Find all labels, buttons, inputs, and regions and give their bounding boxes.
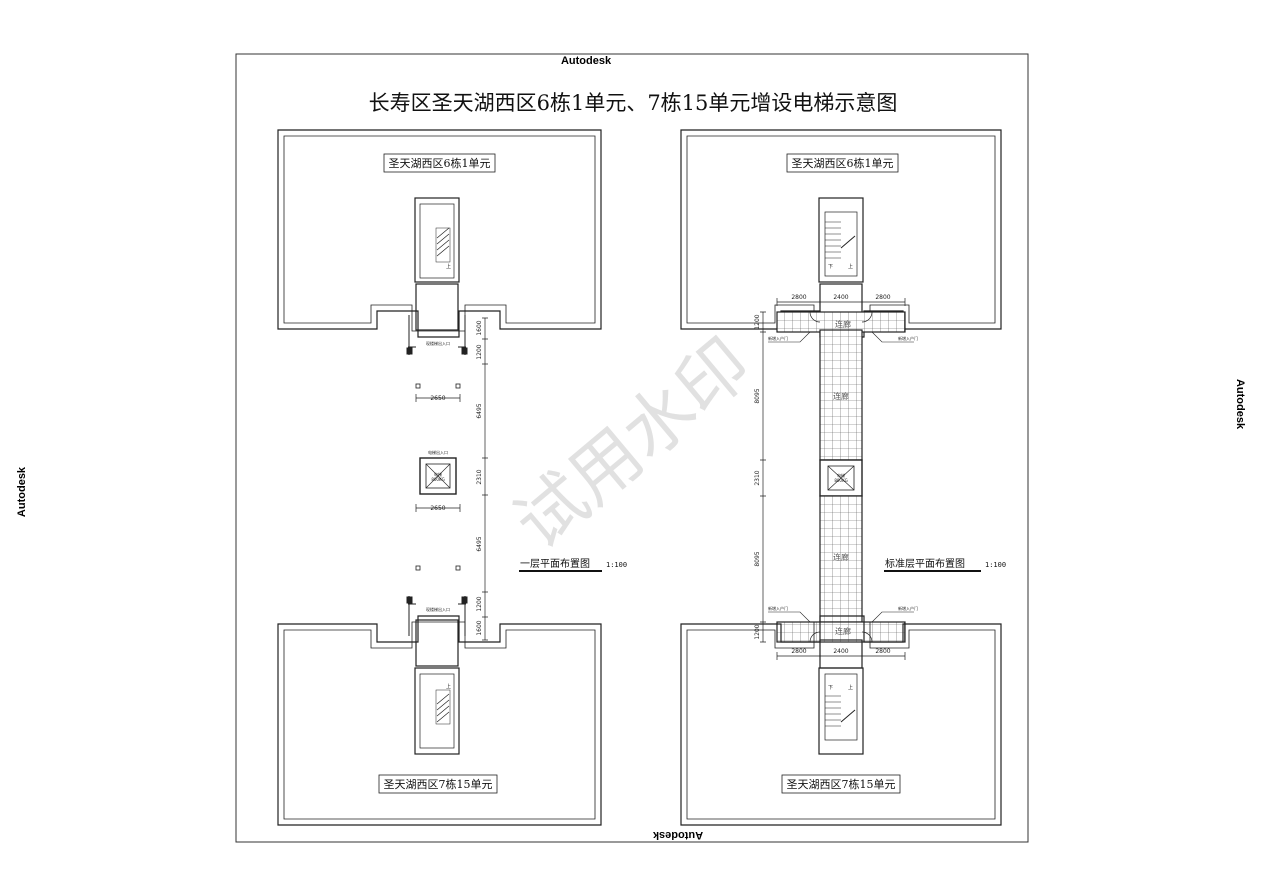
left-top-vestibule [415,283,459,331]
right-stair-top-up: 上 [848,263,853,270]
autodesk-watermark-top: Autodesk [561,55,612,67]
left-note-entry-bottom: 现楼梯出入口 [426,606,450,612]
right-corridor-label-top: 连廊 [835,319,851,329]
left-stair-up-top: 上 [446,263,451,270]
right-plan [680,129,1002,826]
right-stair-top-down: 下 [828,264,833,270]
right-door-label-br: 新增入户门 [898,605,918,611]
autodesk-watermark-left: Autodesk [16,466,28,517]
right-vertical-dim-line [760,311,766,643]
left-note-entry-mid: 电梯出入口 [428,449,448,455]
right-dim-v8095-bottom: 8095 [754,551,761,566]
left-dim-6495-bottom: 6495 [476,536,483,551]
left-plan-title: 一层平面布置图 [520,558,590,570]
left-top-stair-core [414,197,460,283]
right-corridor-label-bottom: 连廊 [835,626,851,636]
left-bottom-vestibule [415,619,459,667]
right-stair-bottom-up: 上 [848,684,853,691]
left-dim-2310: 2310 [476,469,483,484]
right-dim-bottom-mid: 2400 [833,648,848,655]
autodesk-watermark-bottom: Autodesk [652,829,703,841]
right-elevator-label: 电梯 [837,472,845,478]
left-dim-1600-top: 1600 [476,320,483,335]
right-door-label-tr: 新增入户门 [898,335,918,341]
left-elevator-shaft [419,457,457,495]
right-dim-top-mid: 2400 [833,294,848,301]
right-stair-bottom-down: 下 [828,685,833,691]
left-top-building-outline [277,129,602,338]
right-dim-top-right: 2800 [875,294,890,301]
left-dim-6495-top: 6495 [476,403,483,418]
left-vertical-dims: 1600 1200 6495 2310 6495 1200 1600 [476,320,483,635]
right-dim-top-left: 2800 [791,294,806,301]
autodesk-watermark-right: Autodesk [1234,379,1246,430]
left-stair-up-bottom: 上 [446,683,451,690]
left-plan-scale: 1:100 [606,561,627,569]
left-elevator-capacity: 800KG [431,477,444,482]
left-elevator-label: 电梯 [434,471,442,477]
right-dim-v1200-bottom: 1200 [754,624,761,639]
right-dim-v1200-top: 1200 [754,314,761,329]
right-bottom-building-label: 圣天湖西区7栋15单元 [787,777,896,791]
drawing-frame [235,53,1029,843]
right-lower-corridor [819,495,863,623]
left-bottom-stair-core [414,667,460,755]
right-bottom-building-label-box [781,774,901,794]
right-plan-title: 标准层平面布置图 [885,558,965,570]
right-bottom-stair-core [818,667,864,755]
left-dim-2650-top: 2650 [430,395,445,402]
right-dim-v2310: 2310 [754,470,761,485]
right-door-label-tl: 新增入户门 [768,335,788,341]
left-dim-1200-top: 1200 [476,344,483,359]
left-dim-2650-bottom: 2650 [430,505,445,512]
right-bottom-building-inner [686,621,996,820]
right-corridor-label-upper: 连廊 [833,391,849,401]
trial-watermark: 试用水印 [499,322,766,565]
left-plan: 现楼梯出入口 2650 电梯 800KG 电梯出入口 2650 现楼梯出入口 [277,129,602,826]
right-top-stair-core [818,197,864,283]
right-bottom-building-outline [680,615,1002,826]
left-bottom-building-inner [283,621,596,820]
left-dim-1600-bottom: 1600 [476,620,483,635]
right-elevator-capacity: 800KG [834,478,847,483]
right-top-building-label: 圣天湖西区6栋1单元 [792,156,894,170]
right-door-label-bl: 新增入户门 [768,605,788,611]
right-dim-v8095-top: 8095 [754,388,761,403]
left-top-building-label: 圣天湖西区6栋1单元 [389,156,491,170]
right-top-building-label-box [786,153,899,173]
left-bottom-building-label-box [378,774,498,794]
left-top-building-label-box [383,153,496,173]
right-corridor-label-lower: 连廊 [833,552,849,562]
right-plan-scale: 1:100 [985,561,1006,569]
left-dim-1200-bottom: 1200 [476,596,483,611]
left-vertical-dim-line [482,317,488,641]
right-dim-bottom-left: 2800 [791,648,806,655]
drawing-title: 长寿区圣天湖西区6栋1单元、7栋15单元增设电梯示意图 [369,91,898,115]
left-note-entry-top: 现楼梯出入口 [426,340,450,346]
left-bottom-building-label: 圣天湖西区7栋15单元 [384,777,493,791]
right-dim-bottom-right: 2800 [875,648,890,655]
left-bottom-building-outline [277,615,602,826]
